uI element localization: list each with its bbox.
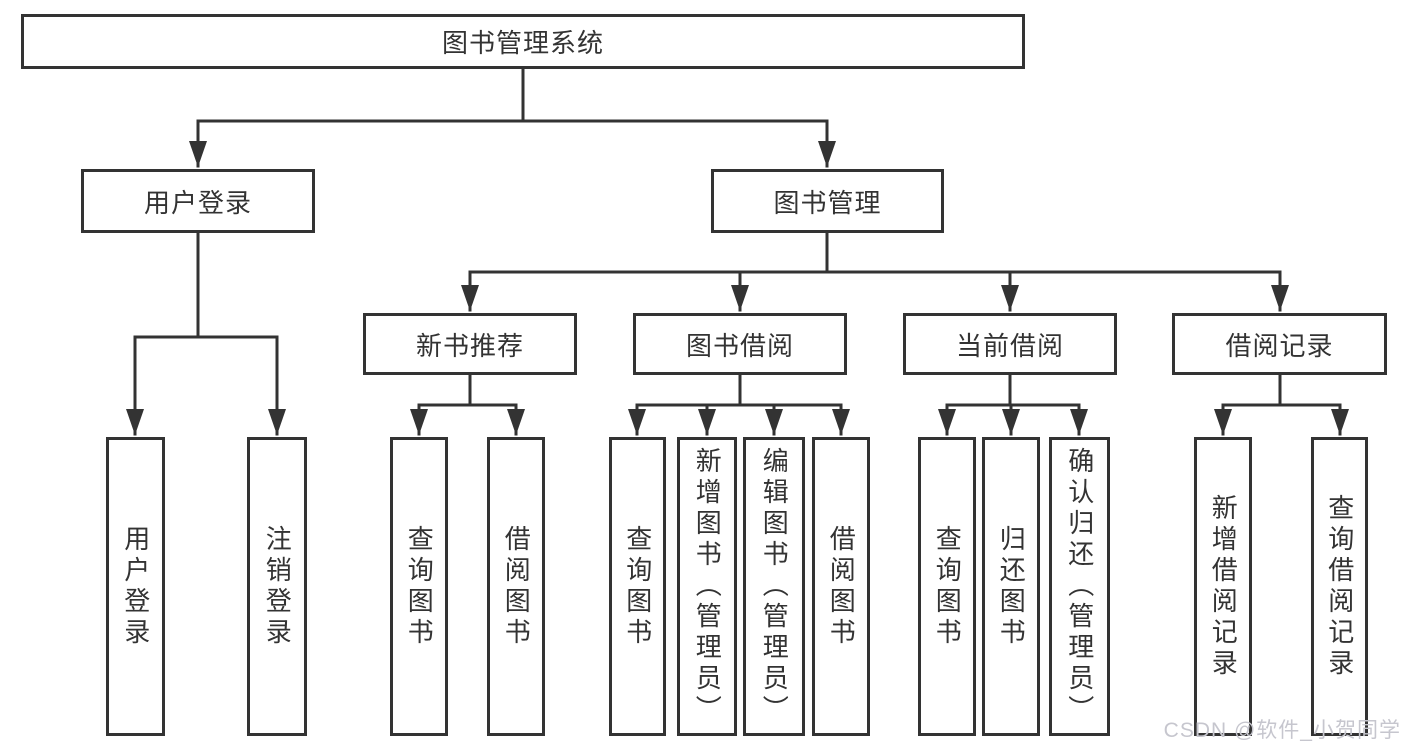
connector-book-management-children [461, 231, 1289, 312]
leaf-newbook-query-books: 查询图书 [390, 437, 448, 736]
leaf-records-query-record: 查询借阅记录 [1311, 437, 1368, 736]
leaf-current-confirm-return-admin: 确认归还（管理员） [1049, 437, 1110, 736]
connector-root-to-level2 [189, 67, 836, 168]
node-current-borrow: 当前借阅 [903, 313, 1117, 375]
connector-current-borrow-children [938, 373, 1088, 436]
leaf-borrow-edit-books-admin: 编辑图书（管理员） [743, 437, 805, 736]
leaf-records-add-record: 新增借阅记录 [1194, 437, 1252, 736]
leaf-user-login: 用户登录 [106, 437, 165, 736]
node-borrow-records: 借阅记录 [1172, 313, 1387, 375]
node-new-book-recommend: 新书推荐 [363, 313, 577, 375]
leaf-borrow-add-books-admin: 新增图书（管理员） [677, 437, 737, 736]
leaf-current-return-books: 归还图书 [982, 437, 1040, 736]
connector-borrow-records-children [1214, 373, 1349, 436]
connector-book-borrow-children [628, 373, 850, 436]
node-book-borrow: 图书借阅 [633, 313, 847, 375]
connector-new-book-children [410, 373, 525, 436]
leaf-borrow-borrow-books: 借阅图书 [812, 437, 870, 736]
watermark: CSDN @软件_小贺同学 [1163, 719, 1401, 742]
leaf-logout: 注销登录 [247, 437, 307, 736]
leaf-borrow-query-books: 查询图书 [609, 437, 666, 736]
node-book-management: 图书管理 [711, 169, 944, 233]
node-user-login: 用户登录 [81, 169, 315, 233]
node-root: 图书管理系统 [21, 14, 1025, 69]
leaf-newbook-borrow-books: 借阅图书 [487, 437, 545, 736]
connector-user-login-children [126, 231, 286, 436]
leaf-current-query-books: 查询图书 [918, 437, 976, 736]
